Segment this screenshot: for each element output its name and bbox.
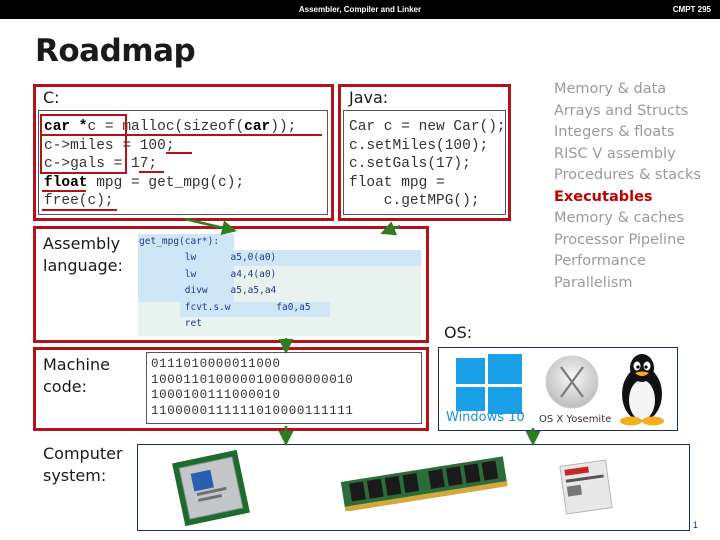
machine-code-line: 1100000111111010000111111 xyxy=(151,403,354,418)
c-code-token: c->gals = 17; xyxy=(44,156,158,172)
java-code-line: c.setGals(17); xyxy=(349,156,471,172)
machine-label-line1: Machine xyxy=(43,355,110,374)
top-bar: Assembler, Compiler and Linker CMPT 295 xyxy=(0,0,720,19)
assembly-label-line1: Assembly xyxy=(43,234,121,253)
page-number: 1 xyxy=(693,520,699,530)
java-code-box xyxy=(338,84,511,221)
course-code: CMPT 295 xyxy=(672,5,711,14)
c-code-line: float mpg = get_mpg(c); xyxy=(44,174,296,193)
roadmap-item: Processor Pipeline xyxy=(554,231,686,248)
system-label: Computer system: xyxy=(43,443,123,487)
c-label: C: xyxy=(43,88,60,107)
machine-label-line2: code: xyxy=(43,377,87,396)
c-code-line: c->gals = 17; xyxy=(44,155,296,174)
c-code-line: c->miles = 100; xyxy=(44,137,296,156)
linux-penguin-icon xyxy=(620,354,664,426)
os-label: OS: xyxy=(444,323,473,342)
asm-line: lw a5,0(a0) xyxy=(139,252,277,263)
c-code-line: free(c); xyxy=(44,192,296,211)
roadmap-item: Arrays and Structs xyxy=(554,102,689,119)
machine-code-line: 0111010000011000 xyxy=(151,357,281,371)
c-underline-17 xyxy=(139,171,164,173)
assembly-label: Assembly language: xyxy=(43,233,123,277)
cpu-chip xyxy=(170,448,252,528)
osx-logo-icon xyxy=(545,355,599,409)
c-code-token: )); xyxy=(270,119,297,135)
machine-code-line: 1000100111000010 xyxy=(151,388,281,402)
system-label-line1: Computer xyxy=(43,444,123,463)
ssd-drive xyxy=(555,457,617,517)
ssd-drive-icon xyxy=(559,459,613,515)
c-code-panel: car *c = malloc(sizeof(car));c->miles = … xyxy=(38,110,328,215)
osx-label: OS X Yosemite xyxy=(539,414,612,425)
machine-label: Machine code: xyxy=(43,354,110,398)
c-code-box xyxy=(33,84,334,221)
system-box xyxy=(137,444,690,531)
c-underline-car xyxy=(42,134,322,136)
course-topic: Assembler, Compiler and Linker xyxy=(298,5,422,14)
java-code-line: c.getMPG(); xyxy=(349,193,480,209)
ram-module-icon xyxy=(340,456,508,512)
c-code-token: c = malloc(sizeof( xyxy=(87,119,245,135)
java-label: Java: xyxy=(349,88,389,107)
c-code-token: car * xyxy=(44,119,88,135)
osx-logo xyxy=(544,354,600,410)
java-code-line: c.setMiles(100); xyxy=(349,137,489,154)
c-code-text: car *c = malloc(sizeof(car));c->miles = … xyxy=(44,118,296,211)
windows-logo-icon xyxy=(456,354,522,414)
cpu-chip-icon xyxy=(172,449,250,527)
asm-line: fcvt.s.w fa0,a5 xyxy=(139,301,311,313)
os-box xyxy=(438,347,678,431)
asm-line: ret xyxy=(139,318,202,329)
asm-highlight-block xyxy=(138,234,234,302)
java-code-panel: Car c = new Car(); c.setMiles(100); c.setG… xyxy=(343,110,506,215)
java-code-line: Car c = new Car(); xyxy=(349,119,506,135)
java-code-line: float mpg = xyxy=(349,174,445,191)
c-code-token: car xyxy=(244,119,271,135)
c-underline-free xyxy=(42,209,117,211)
c-highlight-box xyxy=(40,114,127,174)
roadmap-item: Executables xyxy=(554,188,653,205)
roadmap-item: Memory & caches xyxy=(554,210,684,226)
assembly-label-line2: language: xyxy=(43,256,123,275)
roadmap-item: Procedures & stacks xyxy=(554,167,701,183)
c-code-token: mpg = get_mpg(c); xyxy=(87,174,245,191)
windows-label: Windows 10 xyxy=(446,410,525,425)
c-code-token: float xyxy=(44,174,88,191)
java-code-text: Car c = new Car(); c.setMiles(100); c.setG… xyxy=(349,118,506,211)
machine-code-line: 1000110100000100000000010 xyxy=(151,372,354,387)
asm-line: lw a4,4(a0) xyxy=(139,268,277,280)
roadmap-item: Integers & floats xyxy=(554,124,675,140)
ram-module xyxy=(336,455,512,512)
asm-highlight-fcvt xyxy=(180,302,330,317)
c-underline-100 xyxy=(166,152,192,154)
windows-logo xyxy=(452,352,526,426)
roadmap-item: RISC V assembly xyxy=(554,145,676,162)
page-title: Roadmap xyxy=(35,33,196,69)
c-code-line: car *c = malloc(sizeof(car)); xyxy=(44,118,296,137)
system-label-line2: system: xyxy=(43,466,107,485)
roadmap-item: Parallelism xyxy=(554,274,633,291)
asm-highlight-lw xyxy=(138,250,421,266)
c-underline-float xyxy=(42,190,86,192)
asm-line: divw a5,a5,a4 xyxy=(139,285,277,296)
asm-func-label: get_mpg(car*): xyxy=(139,236,220,247)
c-code-token: free(c); xyxy=(44,193,114,209)
machine-box xyxy=(33,347,429,431)
c-code-token: c->miles = 100; xyxy=(44,137,175,154)
roadmap-item: Memory & data xyxy=(554,81,667,97)
roadmap-item: Performance xyxy=(554,253,646,269)
linux-logo xyxy=(612,350,672,426)
